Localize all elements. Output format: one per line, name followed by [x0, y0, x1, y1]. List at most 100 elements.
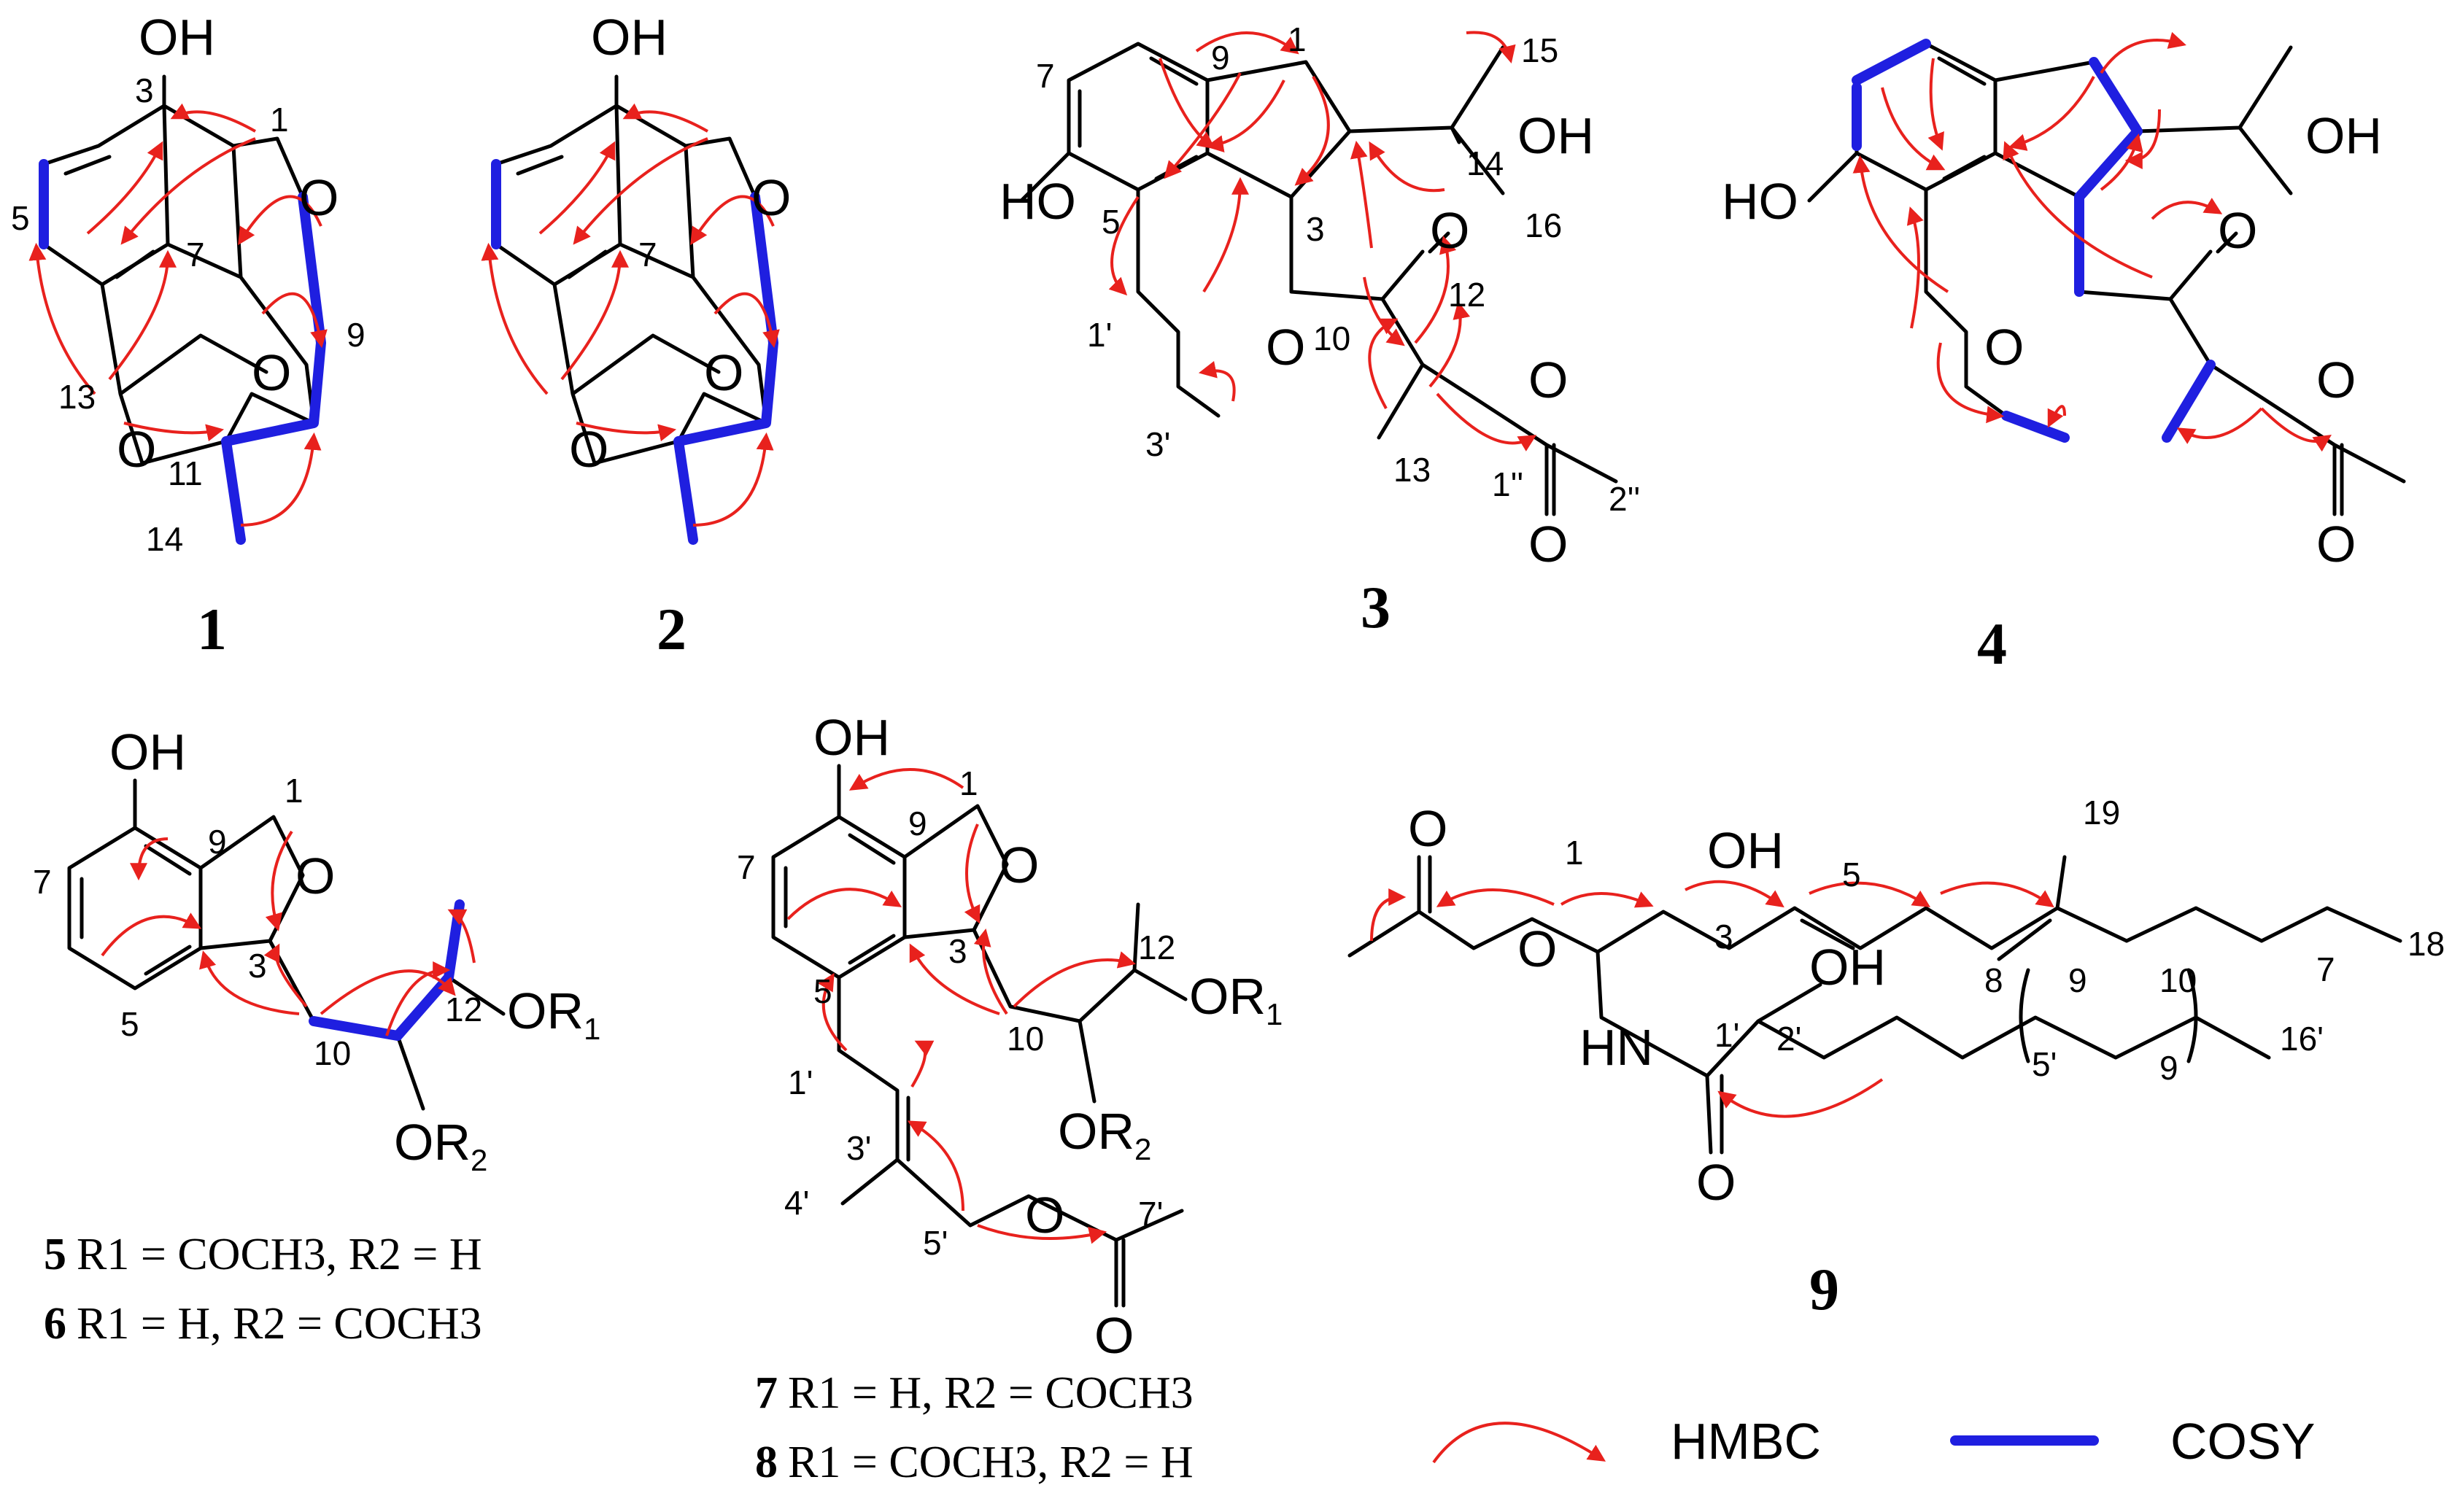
- atom-label: OH: [1707, 822, 1784, 879]
- legend-hmbc-arrow: [1432, 1422, 1606, 1464]
- compound-2-atoms: OH O O O: [569, 9, 791, 478]
- legend-cosy-label: COSY: [2170, 1413, 2315, 1470]
- atom-number: 19: [2083, 794, 2120, 831]
- atom-number: 3: [248, 947, 267, 985]
- compound-1-numbers: 3 1 5 7 9 13 11 14: [11, 71, 366, 558]
- atom-label: OR: [507, 982, 584, 1039]
- compound-9-hmbc: [1370, 880, 2054, 1118]
- compound-5-numbers: 9 1 7 5 3 12 10: [33, 772, 482, 1072]
- atom-number: 2'': [1609, 480, 1640, 518]
- atom-number: 11: [168, 454, 203, 492]
- atom-label: OH: [1517, 107, 1594, 164]
- r-subscript: 2: [471, 1143, 487, 1177]
- atom-number: 5: [11, 199, 30, 237]
- legend: HMBC COSY: [1432, 1413, 2315, 1470]
- compound-5-hmbc: [101, 830, 476, 1036]
- atom-number: 7: [186, 236, 205, 274]
- atom-number: 7: [1036, 57, 1055, 95]
- compound-9-bonds: [1347, 855, 2402, 1155]
- atom-number: 1: [270, 101, 289, 139]
- compound-3-numbers: 1 7 9 15 14 5 3 16 1' 10 12 3' 13 1'' 2'…: [1036, 20, 1640, 518]
- compound-8-label: 8: [755, 1438, 778, 1487]
- atom-number: 3: [135, 71, 154, 109]
- compound-7-label: 7: [755, 1368, 778, 1418]
- compound-7-bonds: [771, 764, 1188, 1308]
- compound-1-hmbc: [28, 103, 328, 527]
- atom-label: O: [117, 421, 156, 478]
- atom-number: 7': [1138, 1195, 1163, 1233]
- atom-label: HO: [999, 173, 1076, 230]
- compound-9-atoms: O O OH HN OH O: [1408, 800, 1886, 1211]
- atom-label: OH: [1809, 939, 1886, 996]
- atom-number: 1': [1714, 1016, 1739, 1054]
- atom-label: O: [1528, 516, 1568, 573]
- atom-label: OR: [1058, 1103, 1134, 1160]
- atom-number: 13: [1393, 451, 1431, 489]
- atom-label: O: [2218, 202, 2257, 259]
- atom-number: 14: [1466, 144, 1504, 182]
- atom-number: 7: [737, 848, 756, 886]
- atom-label: O: [1430, 202, 1469, 259]
- atom-label: O: [295, 848, 335, 904]
- compound-2-bonds: [494, 74, 768, 542]
- svg-text:7R1 = H, R2 = COCH3: 7R1 = H, R2 = COCH3: [755, 1368, 1194, 1418]
- compound-4-atoms: HO OH O O O O: [1722, 107, 2382, 573]
- compound-7-structure: OH O OR 1 OR 2 O O 9 1 7 5 3 12 10 1' 3'…: [737, 709, 1283, 1487]
- atom-number: 1: [959, 764, 978, 802]
- atom-label: O: [1517, 920, 1557, 977]
- compound-5-bonds: [67, 778, 506, 1111]
- atom-number: 16: [1525, 206, 1562, 244]
- compound-3-structure: HO OH O O O O 1 7 9 15 14 5 3 16 1' 10 1…: [999, 20, 1640, 640]
- r-subscript: 1: [1266, 997, 1283, 1031]
- atom-number: 1: [1565, 834, 1584, 872]
- atom-number: 1: [1288, 20, 1307, 58]
- atom-label: OH: [591, 9, 668, 66]
- repeat-unit-brackets: [2019, 968, 2198, 1063]
- atom-label: OH: [139, 9, 215, 66]
- svg-text:8R1 = COCH3, R2 = H: 8R1 = COCH3, R2 = H: [755, 1438, 1194, 1487]
- atom-label: O: [1025, 1187, 1064, 1244]
- compound-6-label: 6: [44, 1299, 66, 1349]
- atom-label: OR: [1189, 968, 1266, 1025]
- atom-number: 10: [1313, 319, 1350, 357]
- atom-label: HN: [1579, 1019, 1653, 1076]
- atom-label: O: [704, 344, 743, 401]
- atom-number: 1': [1087, 316, 1112, 354]
- atom-number: 9: [1211, 39, 1230, 77]
- svg-text:6R1 = H, R2 = COCH3: 6R1 = H, R2 = COCH3: [44, 1299, 482, 1349]
- atom-label: O: [569, 421, 608, 478]
- compound-3-bonds: [1019, 42, 1618, 516]
- atom-label: HO: [1722, 173, 1798, 230]
- atom-number: 1: [285, 772, 303, 810]
- atom-label: O: [1266, 319, 1305, 376]
- atom-label: O: [1696, 1154, 1736, 1211]
- compound-4-label: 4: [1977, 610, 2007, 677]
- atom-number: 2': [1776, 1020, 1801, 1058]
- compound-1-structure: OH O O O 3 1 5 7 9 13 11 14 1: [11, 9, 366, 662]
- atom-number: 12: [1448, 276, 1485, 314]
- compound-1-atoms: OH O O O: [117, 9, 339, 478]
- compound-9-label: 9: [1809, 1256, 1839, 1322]
- atom-label: O: [252, 344, 291, 401]
- compound-2-label: 2: [657, 596, 687, 662]
- atom-label: OH: [109, 724, 186, 780]
- atom-number: 1': [788, 1063, 813, 1101]
- atom-label: O: [751, 169, 791, 226]
- atom-label: O: [1984, 319, 2024, 376]
- atom-number: 10: [314, 1034, 351, 1072]
- compound-6-substituents: R1 = H, R2 = COCH3: [77, 1299, 482, 1349]
- compound-7-substituents: R1 = H, R2 = COCH3: [788, 1368, 1194, 1418]
- compound-5-label: 5: [44, 1230, 66, 1279]
- atom-number: 16': [2280, 1020, 2324, 1058]
- atom-label: O: [999, 837, 1039, 893]
- atom-number: 9: [208, 823, 227, 861]
- atom-label: OH: [2305, 107, 2382, 164]
- atom-number: 7: [638, 236, 657, 274]
- atom-label: O: [2316, 516, 2356, 573]
- atom-number: 3: [1306, 210, 1325, 248]
- compound-7-hmbc: [786, 768, 1136, 1244]
- atom-label: O: [1408, 800, 1447, 857]
